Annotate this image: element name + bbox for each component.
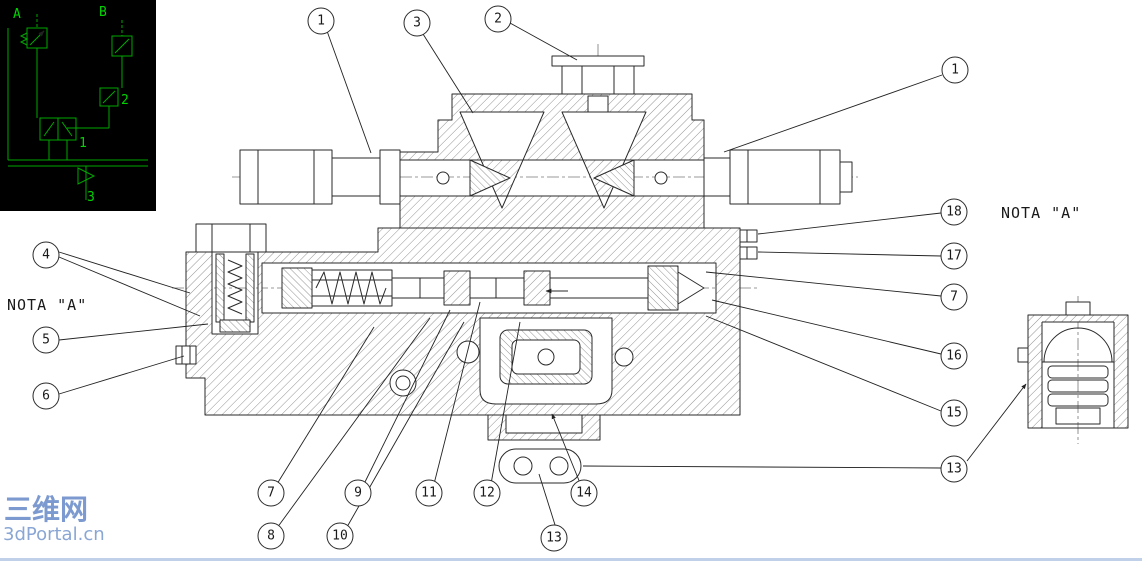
balloon-top-3: 3 [403,9,431,37]
balloon-bottom-12: 12 [473,479,501,507]
balloon-left-4: 4 [32,241,60,269]
inset-label-a: A [13,7,21,22]
note-a-left: NOTA "A" [7,296,88,314]
watermark-strip [0,558,1142,561]
balloon-bottom-10: 10 [326,522,354,550]
balloon-left-5: 5 [32,326,60,354]
balloon-right-18: 18 [940,198,968,226]
watermark-logo-text: 三维网 [4,493,89,526]
balloon-bottom-8: 8 [257,522,285,550]
balloon-right-7: 7 [940,283,968,311]
balloon-top-2: 2 [484,5,512,33]
balloon-bottom-7: 7 [257,479,285,507]
inset-label-3: 3 [87,190,95,205]
right-side-bolts [739,229,758,260]
bottom-port [487,414,601,484]
balloon-right-17: 17 [940,242,968,270]
lower-chamber [499,329,593,385]
top-plug-bolt [551,55,645,95]
balloon-bottom-9: 9 [344,479,372,507]
inset-label-2: 2 [121,93,129,108]
inset-schematic: A B 2 1 3 [0,0,156,211]
balloon-right-16: 16 [940,342,968,370]
note-a-right: NOTA "A" [1001,204,1082,222]
left-port-fitting [239,149,401,205]
main-valve-body [175,55,853,484]
inset-label-1: 1 [79,136,87,151]
watermark-url-text: 3dPortal.cn [3,524,105,545]
left-cartridge [195,223,267,333]
left-face-plug [175,345,197,365]
balloon-right-15: 15 [940,399,968,427]
spool-assembly [281,265,705,311]
inset-label-b: B [99,5,107,20]
balloon-right-1: 1 [941,56,969,84]
balloon-bottom-13: 13 [540,524,568,552]
detail-view [1017,301,1129,429]
right-port-fitting [703,149,853,205]
balloon-bottom-11: 11 [415,479,443,507]
balloon-top-1: 1 [307,7,335,35]
leader-lines [58,22,1027,529]
balloon-left-6: 6 [32,382,60,410]
balloon-right-13: 13 [940,455,968,483]
balloon-bottom-14: 14 [570,479,598,507]
